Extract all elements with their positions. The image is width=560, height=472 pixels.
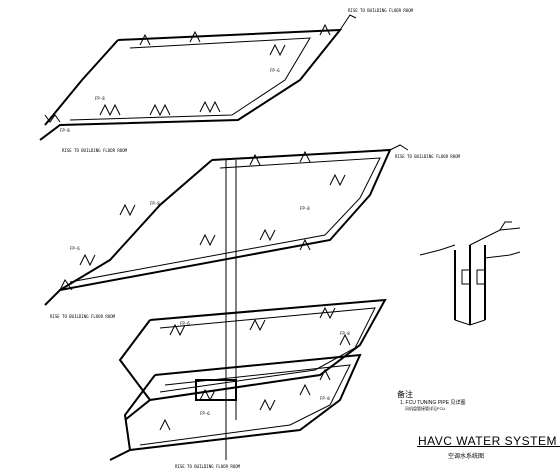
unit-tag: FP-8 [60,128,70,133]
floor-2-piping [44,144,409,306]
unit-tag: FP-6 [270,68,280,73]
drawing-title: HAVC WATER SYSTEM DRA [418,434,560,448]
riser-label: RISE TO BUILDING FLOOR ROOM [175,464,241,469]
unit-tag: FP-6 [200,411,210,416]
notes-line-2: 风机盘管接管详见FCU. [405,406,447,411]
unit-tag: FP-8 [320,396,330,401]
pump-detail [419,221,521,326]
unit-tag: FP-6 [70,246,80,251]
floor-1-piping [39,14,357,141]
floor-4-piping [109,353,362,461]
unit-tags: FP-8 FP-8 FP-6 FP-8 FP-6 FP-8 FP-6 FP-8 … [60,68,350,416]
notes-line-1: 1. FCU TUNING PIPE 见详图 [400,400,466,406]
unit-tag: FP-8 [300,206,310,211]
floor-3-piping [118,298,387,421]
unit-tag: FP-8 [150,201,160,206]
riser-labels: RISE TO BUILDING FLOOR ROOM RISE TO BUIL… [50,8,461,469]
riser-label: RISE TO BUILDING FLOOR ROOM [395,154,461,159]
title-underline [417,446,560,447]
unit-tag: FP-8 [95,96,105,101]
notes-heading: 备注 [397,390,413,399]
riser-label: RISE TO BUILDING FLOOR ROOM [348,8,414,13]
unit-tag: FP-6 [180,321,190,326]
unit-tag: FP-8 [340,331,350,336]
riser-label: RISE TO BUILDING FLOOR ROOM [50,314,116,319]
riser-label: RISE TO BUILDING FLOOR ROOM [62,148,128,153]
drawing-subtitle: 空调水系统图 [448,453,485,460]
